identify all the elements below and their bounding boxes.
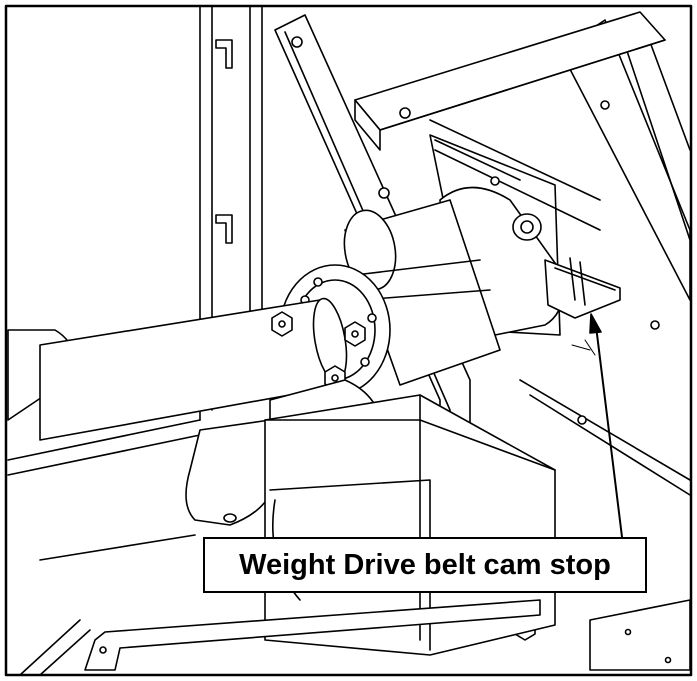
drive-shaft <box>39 297 348 441</box>
drawing-border <box>4 4 693 677</box>
callout-label-box: Weight Drive belt cam stop <box>203 537 647 593</box>
callout-leader-arrow <box>589 313 623 538</box>
cam-stop-marks <box>571 339 596 356</box>
right-base-plate <box>589 599 691 671</box>
top-cross-tube <box>354 11 666 151</box>
callout-label: Weight Drive belt cam stop <box>239 548 611 581</box>
base-rails <box>19 599 541 676</box>
